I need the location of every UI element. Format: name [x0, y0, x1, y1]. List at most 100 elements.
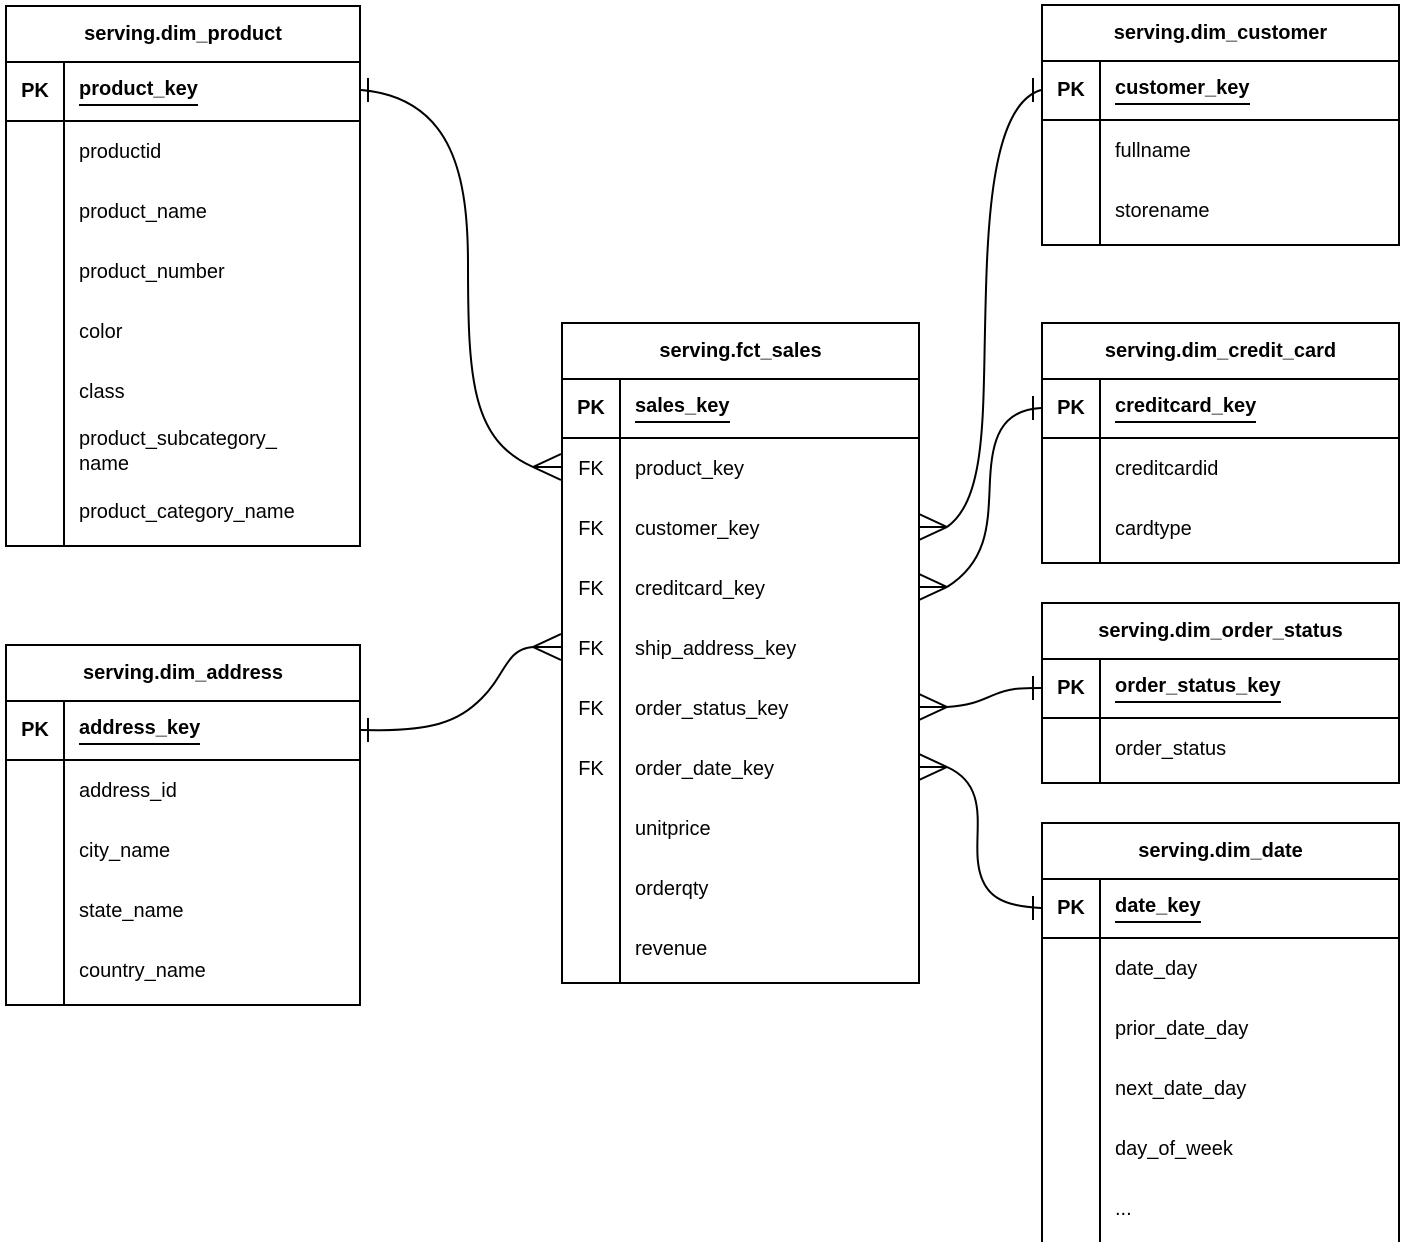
field-row: prior_date_day — [1043, 999, 1398, 1059]
crow-foot-many-marker — [532, 633, 562, 648]
key-label-empty — [7, 122, 63, 182]
field-name: order_date_key — [635, 757, 774, 780]
crow-foot-many-marker — [918, 526, 948, 541]
field-row: day_of_week — [1043, 1119, 1398, 1179]
relationship-line — [946, 766, 1042, 909]
primary-key-name: creditcard_key — [1115, 395, 1257, 423]
key-label-empty — [7, 821, 63, 881]
primary-key-field: date_key — [1099, 880, 1398, 937]
key-label-empty — [1043, 1179, 1099, 1239]
field-row: FK ship_address_key — [563, 619, 918, 679]
pk-label: PK — [577, 397, 605, 419]
field-name: product_key — [635, 457, 744, 480]
field-row: ... — [1043, 1179, 1398, 1239]
pk-label: PK — [1057, 79, 1085, 101]
field-name: product_subcategory_ name — [79, 428, 277, 475]
field-row: fullname — [1043, 121, 1398, 181]
fk-label: FK — [578, 517, 604, 540]
primary-key-field: address_key — [63, 702, 359, 759]
crow-foot-many-marker — [918, 573, 948, 588]
field-row: state_name — [7, 881, 359, 941]
primary-key-row: PK date_key — [1043, 880, 1398, 939]
field-name: revenue — [635, 937, 708, 960]
crow-foot-many-marker — [918, 766, 948, 781]
field-row: FK order_date_key — [563, 739, 918, 799]
fk-label: FK — [578, 637, 604, 660]
fk-label: FK — [578, 577, 604, 600]
primary-key-name: date_key — [1115, 895, 1201, 923]
primary-key-field: product_key — [63, 63, 359, 120]
fk-label: FK — [578, 457, 604, 480]
field-row: product_category_name — [7, 482, 359, 542]
table-title: serving.dim_credit_card — [1043, 324, 1398, 380]
field-row: FK customer_key — [563, 499, 918, 559]
primary-key-row: PK address_key — [7, 702, 359, 761]
primary-key-name: address_key — [79, 717, 201, 745]
field-row: FK product_key — [563, 439, 918, 499]
primary-key-name: product_key — [79, 78, 198, 106]
primary-key-field: sales_key — [619, 380, 918, 437]
field-name: customer_key — [635, 517, 760, 540]
primary-key-field: creditcard_key — [1099, 380, 1398, 437]
field-row: product_subcategory_ name — [7, 422, 359, 482]
key-label-empty — [7, 881, 63, 941]
edge-fct_sales-dim_order_status — [918, 676, 1042, 721]
field-name: address_id — [79, 779, 177, 802]
field-name: cardtype — [1115, 517, 1192, 540]
table-title: serving.dim_order_status — [1043, 604, 1398, 660]
crow-foot-many-marker — [532, 453, 562, 468]
field-row: product_number — [7, 242, 359, 302]
field-name: storename — [1115, 199, 1210, 222]
pk-label: PK — [21, 80, 49, 102]
field-name: orderqty — [635, 877, 709, 900]
field-row: next_date_day — [1043, 1059, 1398, 1119]
key-label-empty — [563, 859, 619, 919]
key-column-divider — [63, 63, 65, 545]
key-column-divider — [63, 702, 65, 1004]
field-name: next_date_day — [1115, 1077, 1247, 1100]
field-name: date_day — [1115, 957, 1198, 980]
field-row: class — [7, 362, 359, 422]
crow-foot-many-marker — [532, 646, 562, 661]
pk-label: PK — [1057, 897, 1085, 919]
field-row: revenue — [563, 919, 918, 979]
primary-key-name: sales_key — [635, 395, 730, 423]
field-row: unitprice — [563, 799, 918, 859]
edge-fct_sales-dim_credit_card — [918, 396, 1042, 601]
key-column-divider — [1099, 380, 1101, 562]
pk-label: PK — [1057, 397, 1085, 419]
primary-key-field: customer_key — [1099, 62, 1398, 119]
key-column-divider — [1099, 660, 1101, 782]
field-name: class — [79, 380, 125, 403]
field-name: product_category_name — [79, 500, 295, 523]
field-row: cardtype — [1043, 499, 1398, 559]
crow-foot-many-marker — [918, 706, 948, 721]
field-name: fullname — [1115, 139, 1191, 162]
key-label-empty — [1043, 719, 1099, 779]
field-name: ship_address_key — [635, 637, 797, 660]
pk-label: PK — [21, 719, 49, 741]
field-name: unitprice — [635, 817, 711, 840]
key-column-divider — [619, 380, 621, 982]
relationship-line — [946, 687, 1042, 708]
field-name: productid — [79, 140, 162, 163]
key-label-empty — [7, 422, 63, 482]
field-row: color — [7, 302, 359, 362]
fk-label: FK — [578, 757, 604, 780]
key-label-empty — [563, 799, 619, 859]
field-name: creditcardid — [1115, 457, 1219, 480]
edge-fct_sales-dim_customer — [918, 78, 1042, 541]
field-name: country_name — [79, 959, 206, 982]
field-row: product_name — [7, 182, 359, 242]
key-label-empty — [7, 302, 63, 362]
key-label-empty — [1043, 181, 1099, 241]
relationship-line — [946, 407, 1042, 588]
edge-fct_sales-dim_date — [918, 753, 1042, 920]
field-name: order_status — [1115, 737, 1227, 760]
